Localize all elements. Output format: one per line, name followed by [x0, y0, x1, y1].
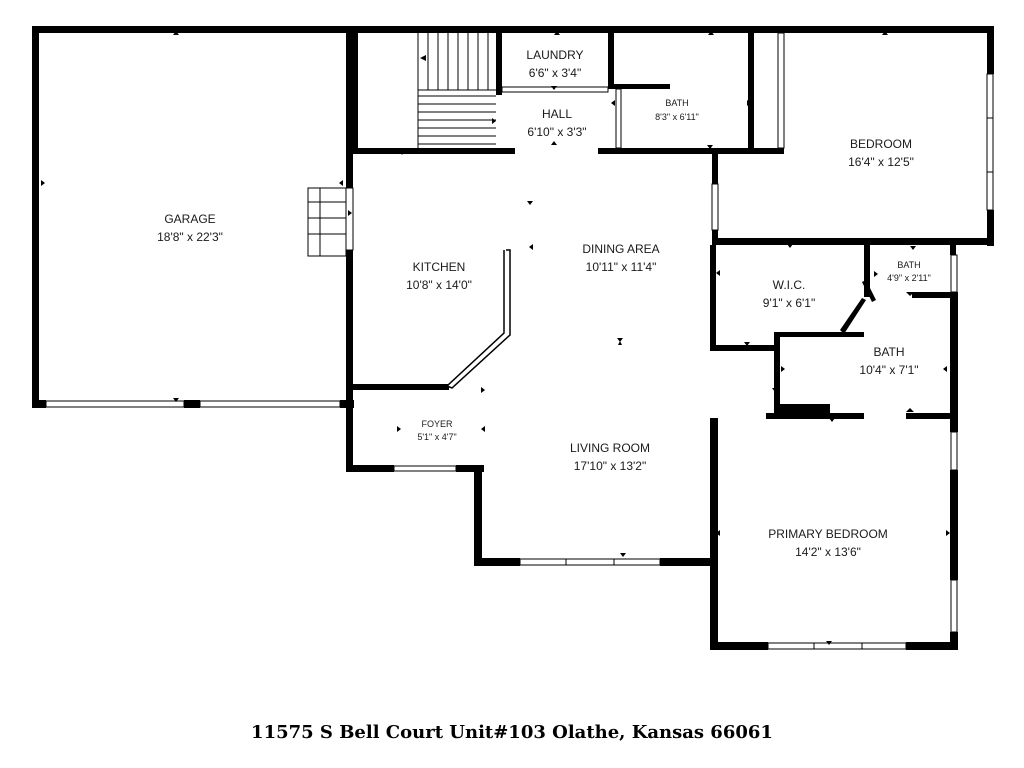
bedroom-size: 16'4" x 12'5": [848, 155, 914, 169]
kitchen-counter: [445, 249, 511, 389]
staircase: [417, 33, 496, 148]
living-size: 17'10" x 13'2": [574, 459, 647, 473]
bath2-size: 4'9" x 2'11": [887, 273, 931, 283]
dining-name: DINING AREA: [582, 242, 659, 256]
laundry-size: 6'6" x 3'4": [529, 66, 581, 80]
garage-name: GARAGE: [164, 212, 215, 226]
hall-name: HALL: [542, 107, 572, 121]
primary-size: 14'2" x 13'6": [795, 545, 861, 559]
dining-size: 10'11" x 11'4": [586, 260, 657, 274]
bath3-name: BATH: [873, 345, 904, 359]
wic-size: 9'1" x 6'1": [763, 296, 815, 310]
dimension-markers: [41, 31, 950, 645]
living-name: LIVING ROOM: [570, 441, 650, 455]
garage-size: 18'8" x 22'3": [157, 230, 223, 244]
bath1-name: BATH: [665, 98, 688, 108]
kitchen-name: KITCHEN: [413, 260, 466, 274]
room-labels: GARAGE 18'8" x 22'3" LAUNDRY 6'6" x 3'4"…: [157, 48, 931, 559]
wic-name: W.I.C.: [773, 278, 806, 292]
primary-name: PRIMARY BEDROOM: [768, 527, 888, 541]
bedroom-name: BEDROOM: [850, 137, 912, 151]
windows: [45, 32, 994, 650]
foyer-name: FOYER: [421, 419, 453, 429]
bath2-name: BATH: [897, 260, 920, 270]
foyer-size: 5'1" x 4'7": [417, 432, 456, 442]
bath3-size: 10'4" x 7'1": [859, 363, 918, 377]
bath-angled-wall: [862, 280, 876, 302]
garage-steps: [307, 187, 347, 257]
address-caption: 11575 S Bell Court Unit#103 Olathe, Kans…: [251, 722, 773, 743]
wic-angled-wall: [840, 298, 866, 334]
laundry-name: LAUNDRY: [526, 48, 583, 62]
kitchen-size: 10'8" x 14'0": [406, 278, 472, 292]
hall-size: 6'10" x 3'3": [527, 125, 586, 139]
bath1-size: 8'3" x 6'11": [655, 112, 699, 122]
